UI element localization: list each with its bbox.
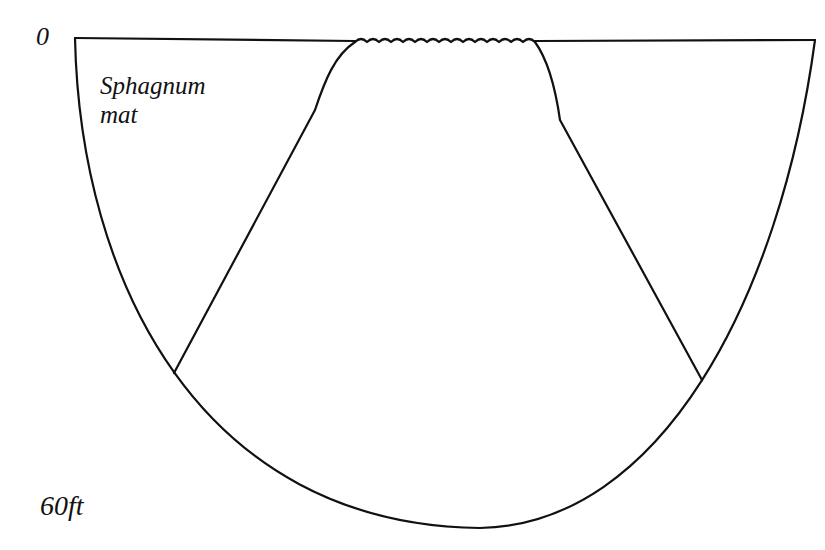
open-water-surface: [355, 39, 535, 42]
basin-outline: [75, 38, 815, 528]
water-surface-line: [75, 38, 355, 41]
water-surface-line: [535, 40, 815, 41]
depth-mark: 60ft: [40, 490, 130, 522]
depth-mark: 0: [36, 22, 66, 52]
mat-boundary: [535, 42, 702, 380]
zone-label: Sphagnum mat: [100, 72, 225, 130]
